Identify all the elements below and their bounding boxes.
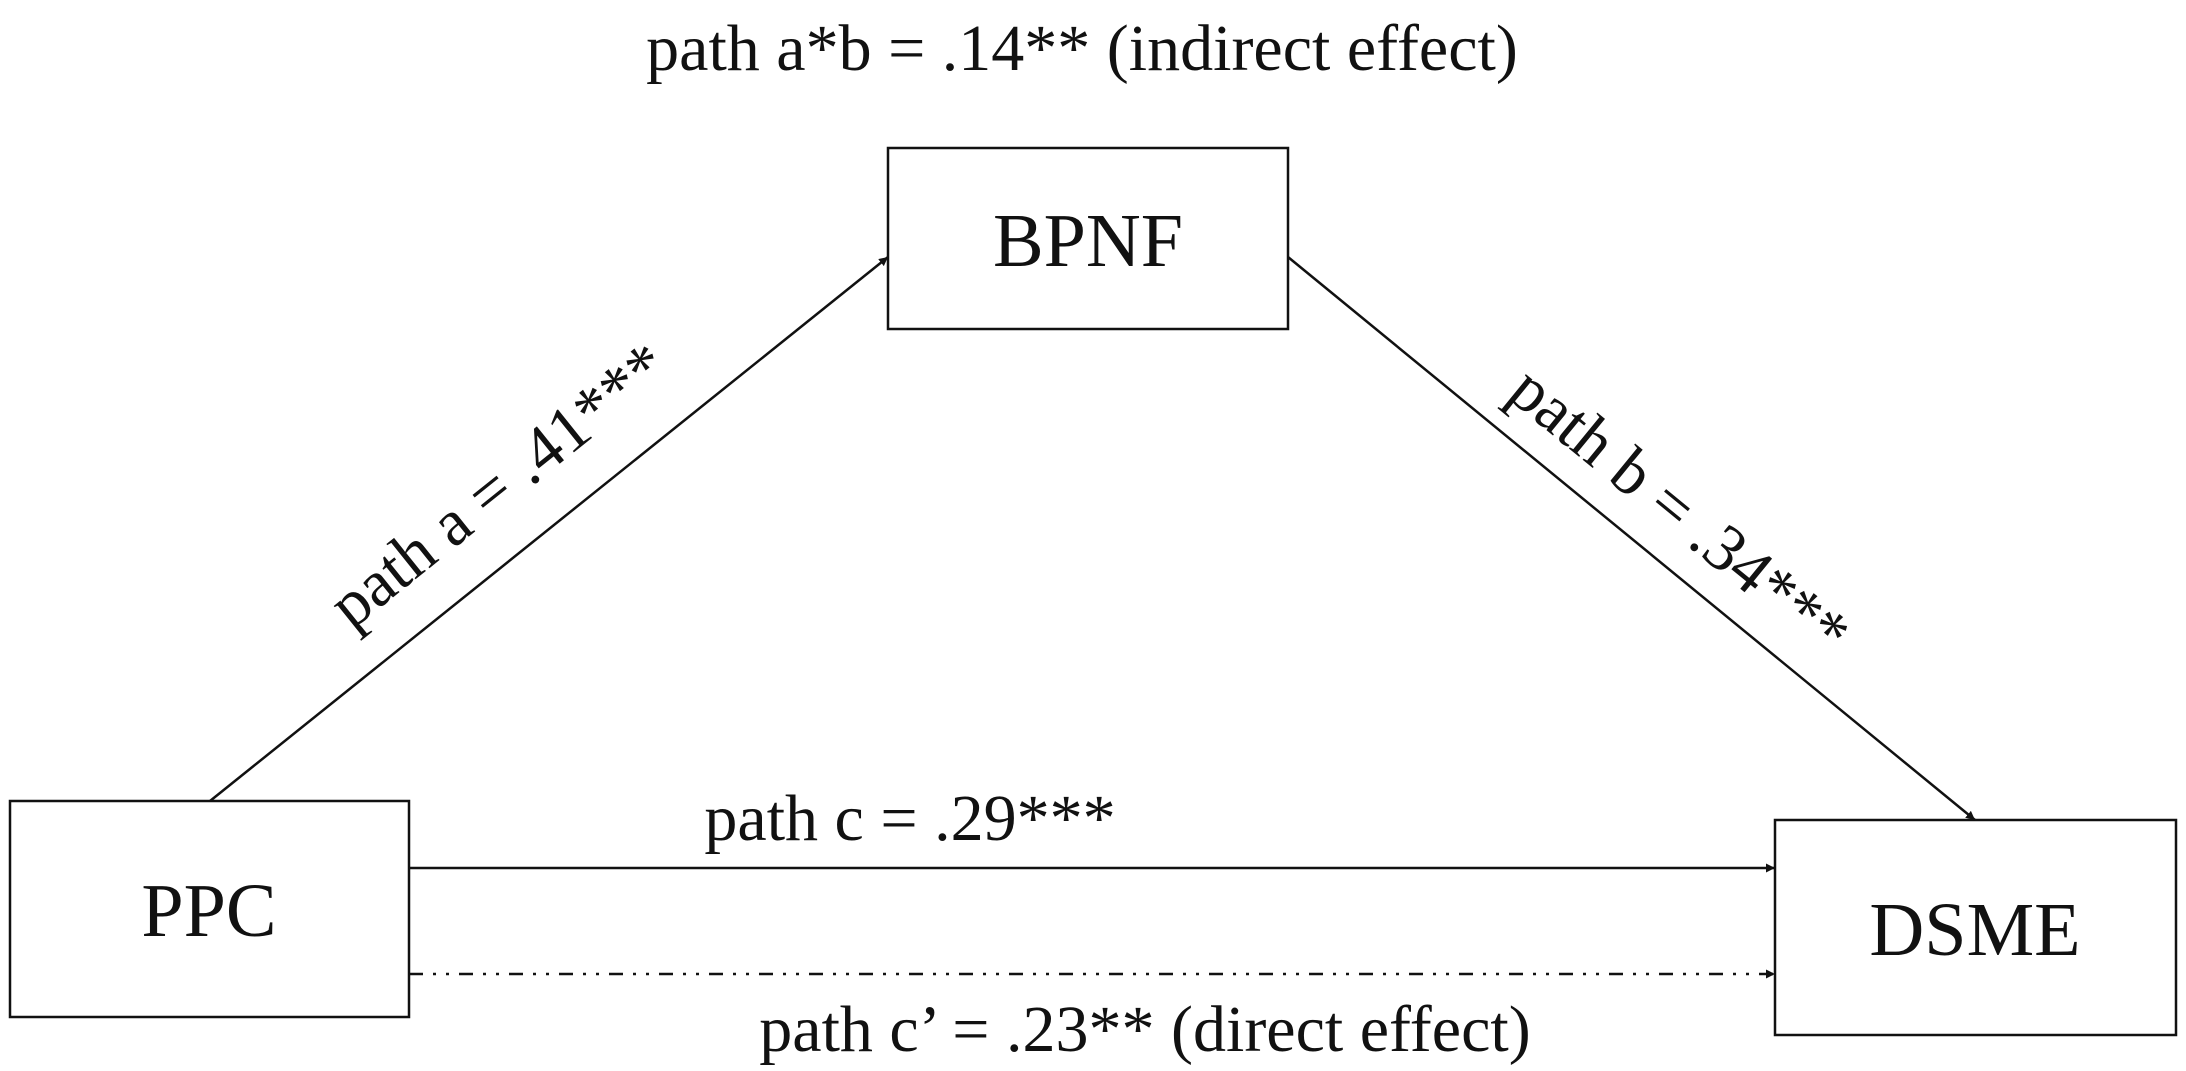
node-ppc: PPC (8, 799, 411, 1019)
node-ppc-box (8, 799, 411, 1019)
node-bpnf-label: BPNF (993, 199, 1183, 283)
indirect-effect-label: path a*b = .14** (indirect effect) (646, 12, 1518, 85)
node-bpnf: BPNF (886, 146, 1290, 331)
node-ppc-label: PPC (141, 869, 276, 953)
edge-path-c-prime-label: path c’ = .23** (direct effect) (759, 993, 1530, 1066)
edge-path-b (1287, 256, 1976, 821)
node-bpnf-box (886, 146, 1290, 331)
edge-path-a-label: path a = .41*** (315, 328, 682, 642)
edge-path-b-label: path b = .34*** (1496, 352, 1863, 671)
edge-path-c-label: path c = .29*** (704, 782, 1115, 855)
node-dsme-label: DSME (1869, 888, 2080, 972)
node-dsme-box (1773, 818, 2178, 1037)
edge-path-a (209, 256, 889, 802)
node-dsme: DSME (1773, 818, 2178, 1037)
